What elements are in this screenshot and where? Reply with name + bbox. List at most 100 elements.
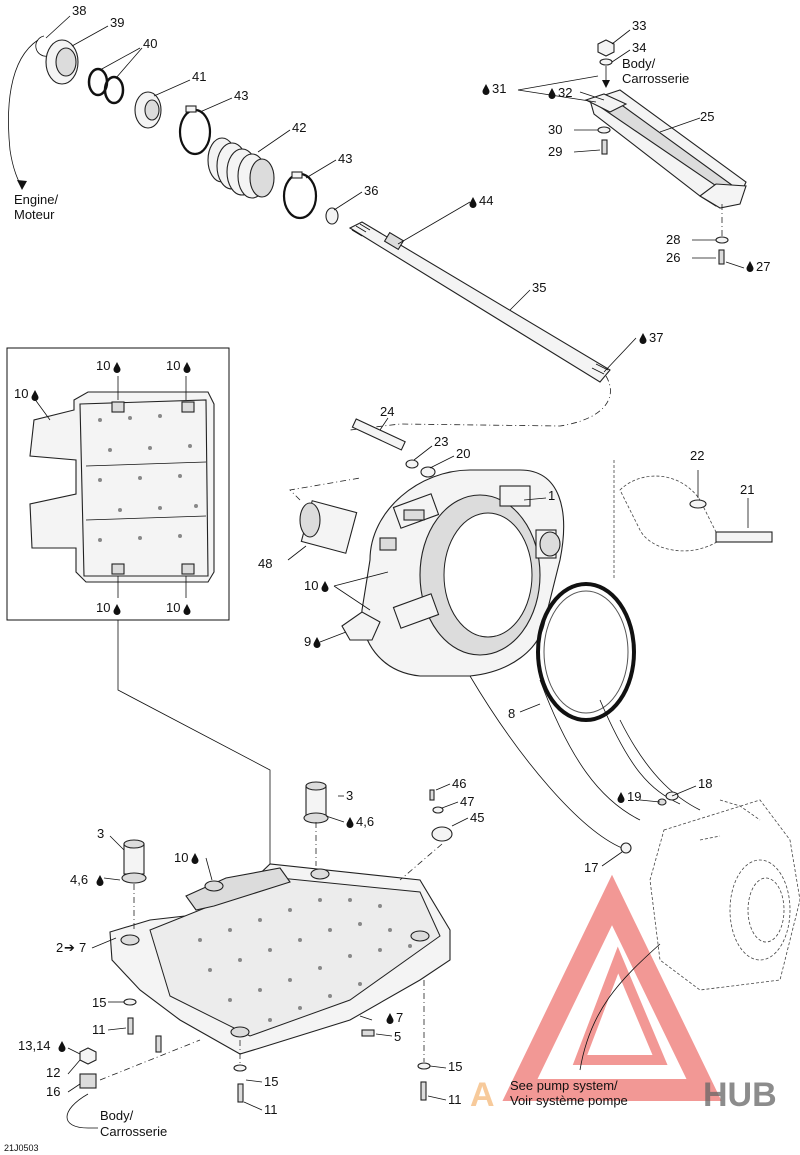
callout-28: 28 — [666, 232, 680, 247]
pump-support-assembly — [287, 375, 773, 849]
callout-43a: 43 — [234, 88, 248, 103]
engine-note-line1: Engine/ — [14, 192, 58, 207]
body-top-note-line2: Carrosserie — [622, 71, 689, 86]
inset-callout-10b: 10 — [166, 358, 180, 373]
callout-44: 44 — [479, 193, 493, 208]
part-15-washer-a — [123, 998, 137, 1006]
callout-1: 1 — [548, 488, 555, 503]
part-21-bolt — [715, 531, 773, 543]
callout-43b: 43 — [338, 151, 352, 166]
body-bottom-note-line1: Body/ — [100, 1108, 134, 1123]
pump-note-line2: Voir système pompe — [510, 1093, 628, 1108]
part-34-washer — [599, 58, 613, 66]
callout-37: 37 — [649, 330, 663, 345]
part-20-washer — [420, 466, 436, 478]
callout-11b: 11 — [264, 1102, 278, 1117]
callout-8: 8 — [508, 706, 515, 721]
callout-21: 21 — [740, 482, 754, 497]
engine-arrow — [8, 39, 39, 189]
engine-note-line2: Moteur — [14, 207, 55, 222]
body-bottom-arrow — [66, 1093, 98, 1129]
svg-text:➔: ➔ — [64, 940, 75, 955]
part-42-bellows — [207, 137, 275, 199]
part-8-gasket — [536, 582, 636, 722]
callout-4-6b: 4,6 — [70, 872, 88, 887]
part-11-screw-b — [237, 1083, 244, 1103]
callout-5: 5 — [394, 1029, 401, 1044]
callout-40: 40 — [143, 36, 157, 51]
callout-3a: 3 — [346, 788, 353, 803]
callout-30: 30 — [548, 122, 562, 137]
plate-holes — [198, 898, 412, 1022]
callout-9: 9 — [304, 634, 311, 649]
callout-7b: 7 — [396, 1010, 403, 1025]
body-top-note-line1: Body/ — [622, 56, 656, 71]
drive-shaft-assembly — [8, 15, 637, 383]
part-9-bracket — [341, 611, 381, 641]
callout-36: 36 — [364, 183, 378, 198]
part-12-nut — [79, 1047, 97, 1065]
callout-15c: 15 — [448, 1059, 462, 1074]
part-11-screw-a — [127, 1017, 134, 1035]
watermark-logo — [502, 874, 722, 1101]
callout-4-6a: 4,6 — [356, 814, 374, 829]
watermark-suffix: HUB — [703, 1076, 777, 1114]
inset-callout-10a: 10 — [96, 358, 110, 373]
part-33-nut — [597, 39, 615, 57]
callout-32: 32 — [558, 85, 572, 100]
inset-callout-10d: 10 — [96, 600, 110, 615]
callout-12: 12 — [46, 1065, 60, 1080]
pump-note-line1: See pump system/ — [510, 1078, 618, 1093]
part-47-washer — [432, 806, 444, 814]
callout-16: 16 — [46, 1084, 60, 1099]
part-38-circlip — [35, 35, 49, 57]
ride-plate-assembly — [66, 781, 469, 1129]
part-45-mount — [431, 826, 453, 842]
part-35-drive-shaft — [348, 221, 611, 383]
callout-45: 45 — [470, 810, 484, 825]
callout-3b: 3 — [97, 826, 104, 841]
part-5-plug — [361, 1029, 375, 1037]
callout-23: 23 — [434, 434, 448, 449]
part-22-washer — [689, 499, 707, 509]
part-17-seal — [620, 842, 632, 854]
part-3-fitting-a — [303, 781, 329, 824]
part-46-screw — [429, 789, 435, 801]
callout-33: 33 — [632, 18, 646, 33]
callout-26: 26 — [666, 250, 680, 265]
callout-10p: 10 — [174, 850, 188, 865]
callout-17: 17 — [584, 860, 598, 875]
part-15-washer-b — [233, 1064, 247, 1072]
callout-20: 20 — [456, 446, 470, 461]
part-24-bolt — [351, 418, 406, 451]
callout-35: 35 — [532, 280, 546, 295]
callout-27: 27 — [756, 259, 770, 274]
part-43-clamp-b — [282, 172, 318, 220]
figure-code: 21J0503 — [4, 1143, 39, 1153]
callout-42: 42 — [292, 120, 306, 135]
part-15-washer-c — [417, 1062, 431, 1070]
callout-22: 22 — [690, 448, 704, 463]
callout-2: 2 — [56, 940, 63, 955]
callout-15a: 15 — [92, 995, 106, 1010]
pump-note-leader — [579, 943, 661, 1071]
callout-38: 38 — [72, 3, 86, 18]
callout-15b: 15 — [264, 1074, 278, 1089]
callout-25: 25 — [700, 109, 714, 124]
part-40-oring-b — [103, 75, 125, 105]
callout-7a: 7 — [79, 940, 86, 955]
pump-housing-ghost — [579, 785, 800, 1071]
part-48-sleeve — [299, 500, 358, 554]
callout-34: 34 — [632, 40, 646, 55]
callout-24: 24 — [380, 404, 394, 419]
part-23-washer — [405, 459, 419, 469]
callout-11c: 11 — [448, 1092, 462, 1107]
callout-18: 18 — [698, 776, 712, 791]
inset-callout-10c: 10 — [14, 386, 28, 401]
callout-46: 46 — [452, 776, 466, 791]
part-29-screw — [601, 139, 608, 155]
callout-48: 48 — [258, 556, 272, 571]
part-28-washer — [715, 236, 729, 244]
inset-plate-holes — [98, 414, 198, 542]
